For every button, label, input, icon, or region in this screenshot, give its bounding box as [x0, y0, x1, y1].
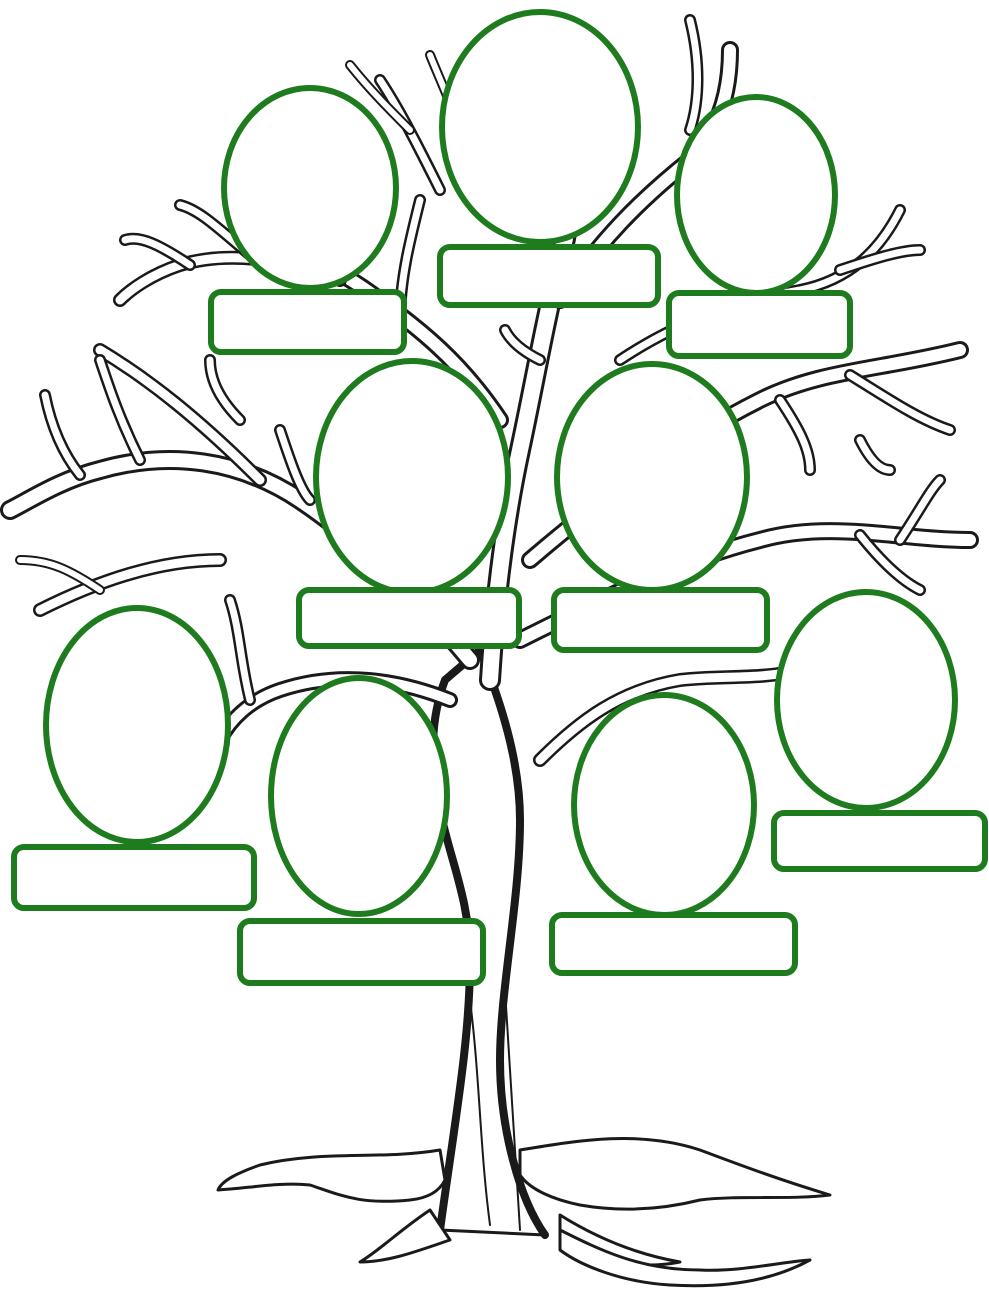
name-plate[interactable]	[211, 292, 404, 352]
slot-lower-right[interactable]	[552, 695, 795, 973]
name-plate[interactable]	[669, 293, 850, 356]
photo-frame[interactable]	[442, 12, 638, 242]
name-plate[interactable]	[440, 247, 658, 305]
slot-lower-far-left[interactable]	[14, 608, 254, 908]
name-plate[interactable]	[774, 813, 985, 869]
name-plate[interactable]	[552, 915, 795, 973]
photo-frame[interactable]	[677, 97, 835, 293]
slot-top-right[interactable]	[669, 97, 850, 356]
name-plate[interactable]	[299, 590, 519, 646]
photo-frame[interactable]	[777, 592, 955, 808]
name-plate[interactable]	[14, 847, 254, 908]
slot-lower-far-right[interactable]	[774, 592, 985, 869]
name-plate[interactable]	[240, 921, 483, 983]
slot-middle-left[interactable]	[299, 361, 519, 646]
slot-top-left[interactable]	[211, 88, 404, 352]
name-plate[interactable]	[554, 590, 767, 650]
photo-frame[interactable]	[557, 364, 747, 590]
photo-frame[interactable]	[224, 88, 396, 288]
tree-roots	[218, 1138, 830, 1285]
slot-top-center[interactable]	[440, 12, 658, 305]
photo-frame[interactable]	[271, 678, 447, 914]
photo-frame[interactable]	[316, 361, 508, 593]
photo-frame[interactable]	[574, 695, 754, 915]
photo-frame[interactable]	[46, 608, 228, 842]
